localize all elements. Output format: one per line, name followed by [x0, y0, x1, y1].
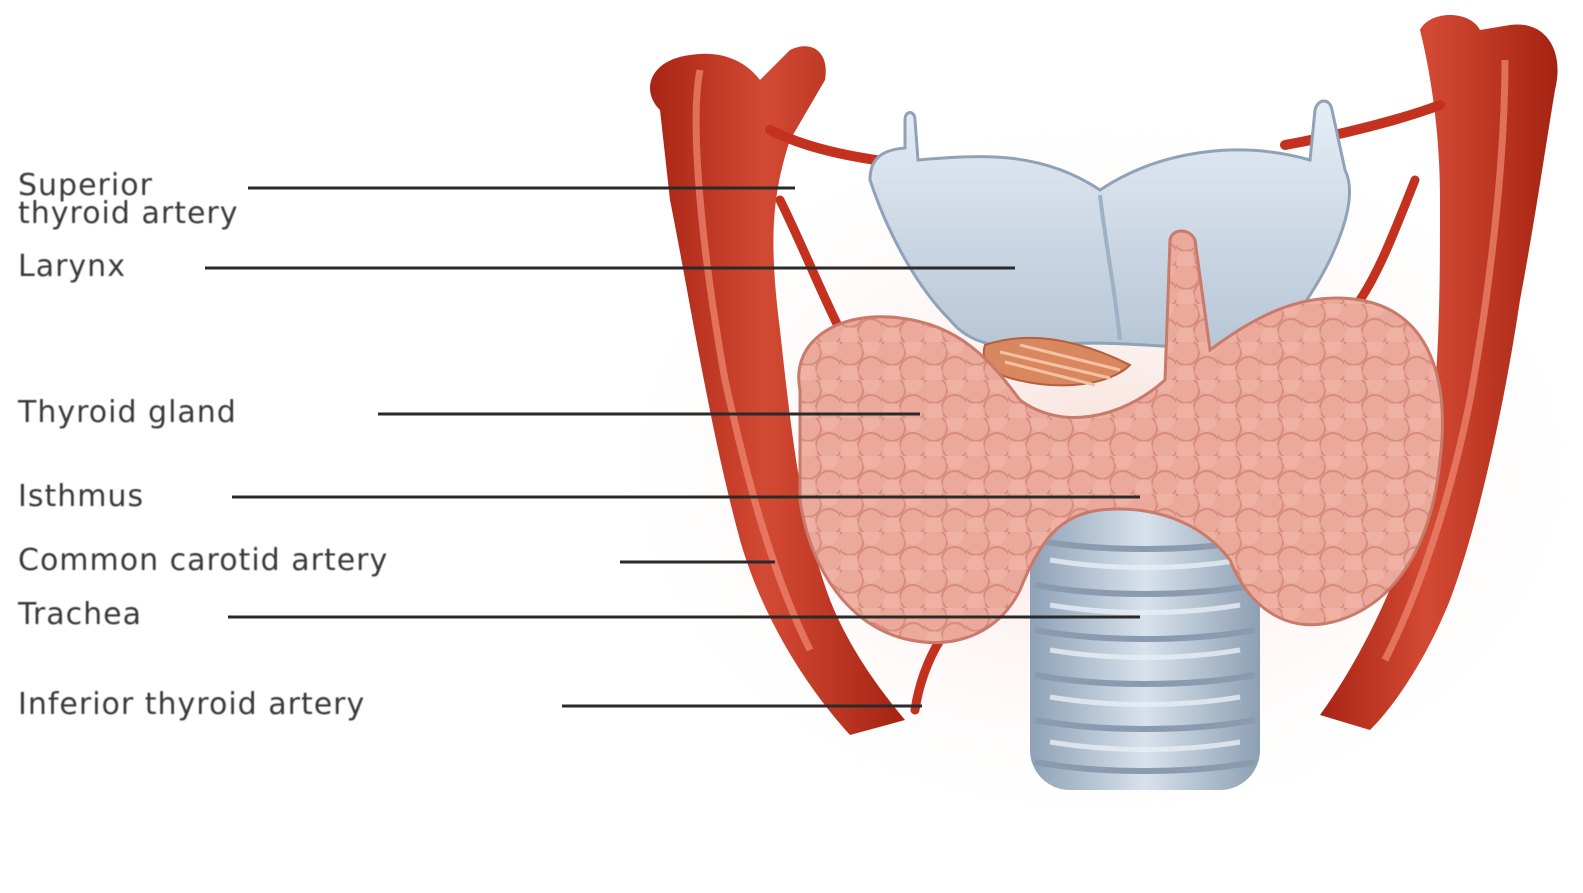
label-thyroid-gland: Thyroid gland: [18, 398, 237, 428]
label-superior-thyroid-artery: Superior thyroid artery: [18, 172, 239, 228]
label-trachea: Trachea: [18, 600, 142, 630]
label-inferior-thyroid-artery: Inferior thyroid artery: [18, 690, 365, 720]
label-common-carotid-artery: Common carotid artery: [18, 546, 388, 576]
label-larynx: Larynx: [18, 252, 126, 282]
label-isthmus: Isthmus: [18, 482, 144, 512]
